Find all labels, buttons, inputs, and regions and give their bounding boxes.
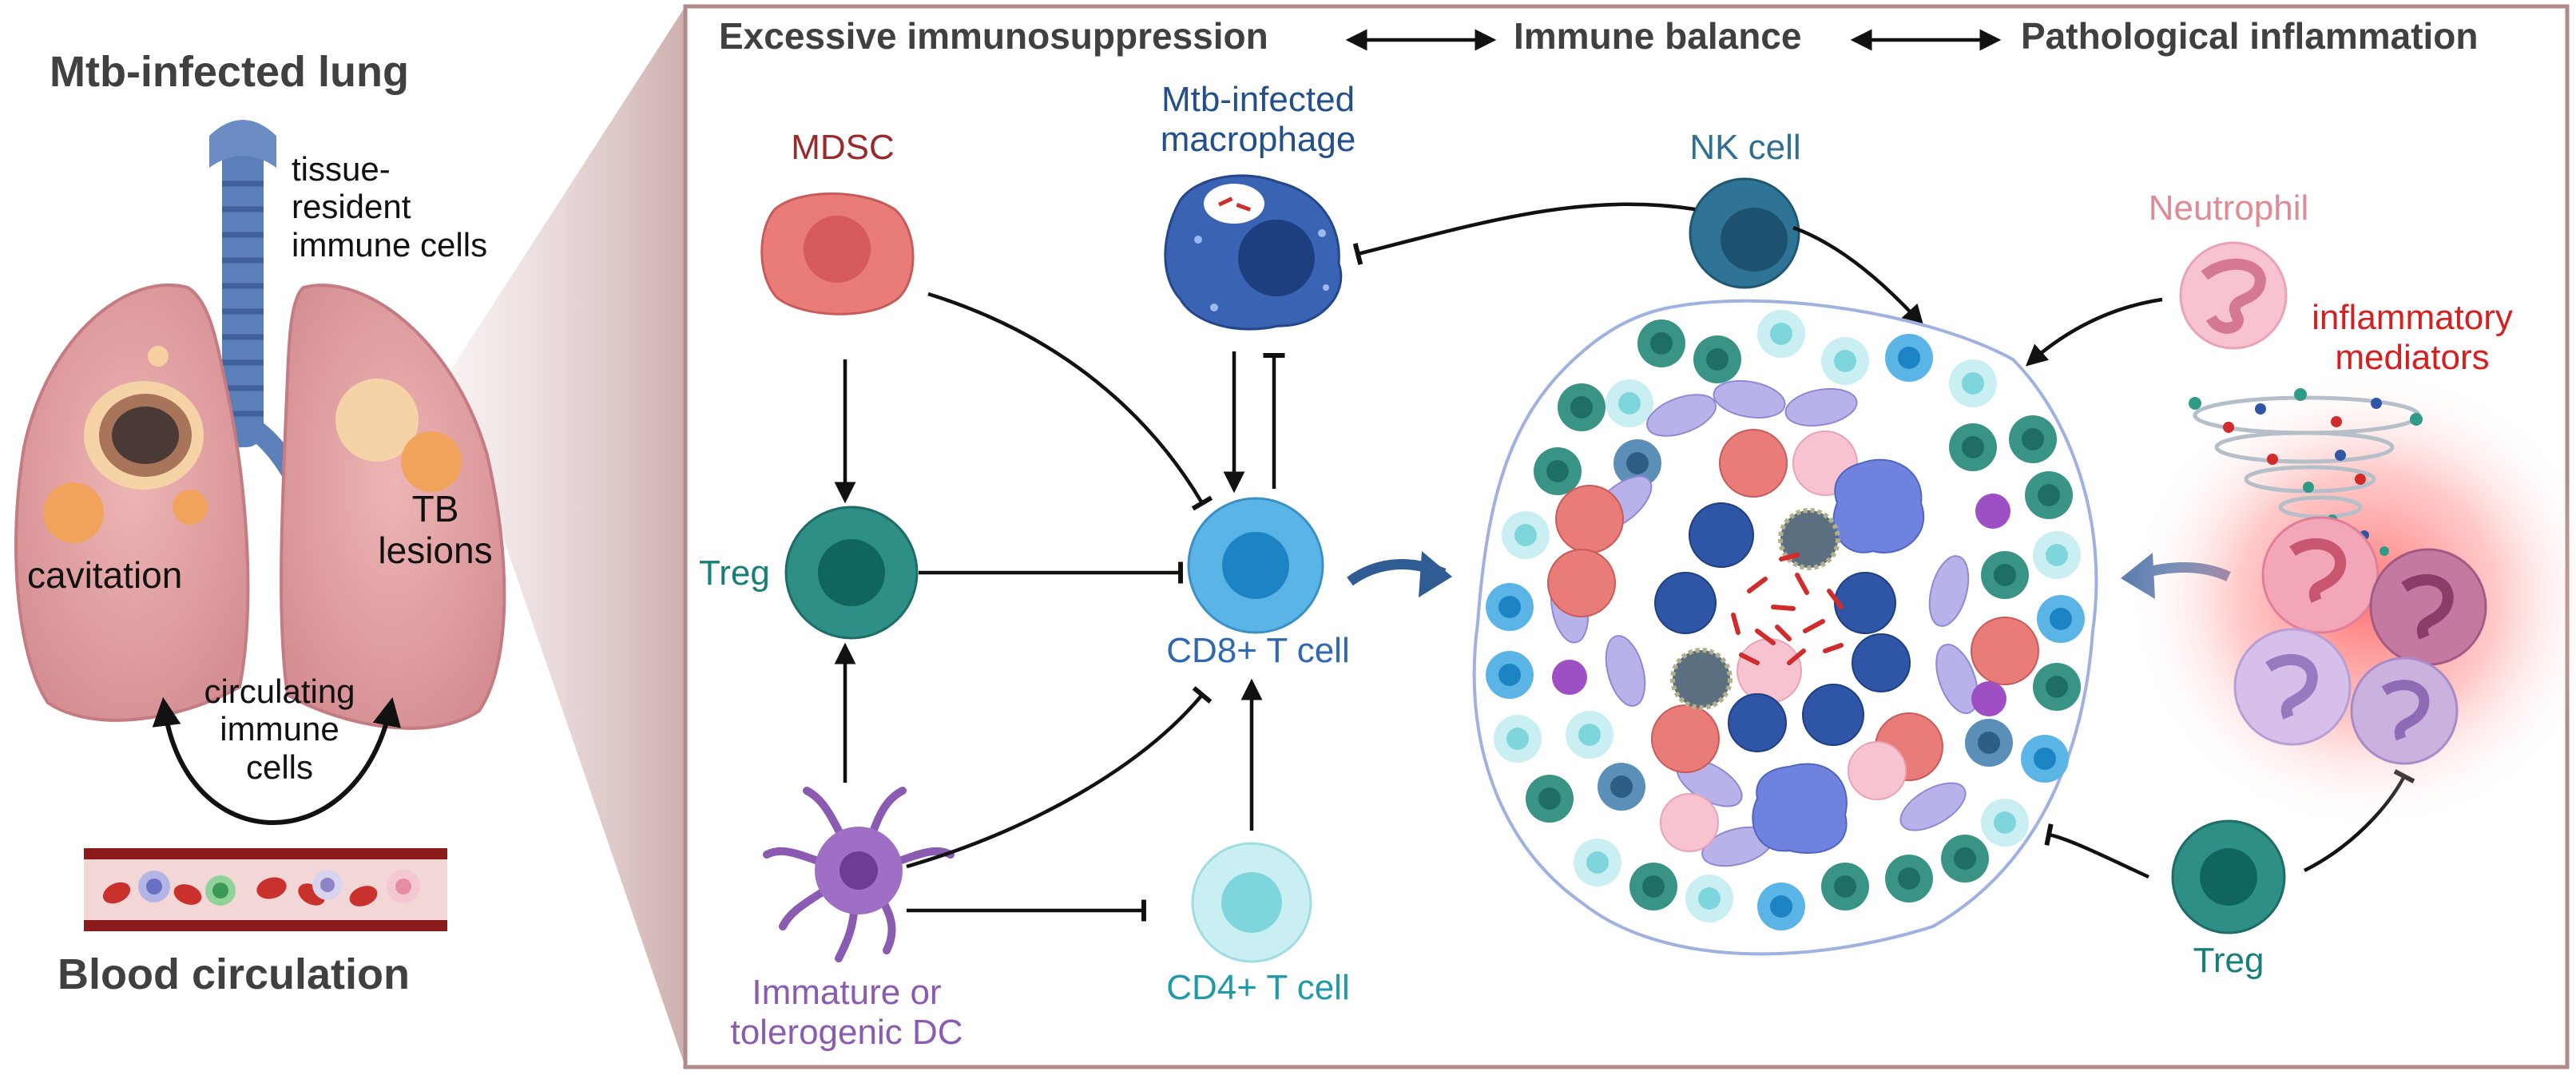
cd8-label: CD8+ T cell xyxy=(1166,631,1350,670)
cytokine-dots xyxy=(2189,388,2423,556)
mediators-label: inflammatory mediators xyxy=(2312,298,2513,377)
trachea xyxy=(181,120,305,485)
tb-lesions-label: TB lesions xyxy=(378,488,493,571)
left-title: Mtb-infected lung xyxy=(50,48,409,96)
dc-nucleus xyxy=(839,851,878,890)
circulating-label: circulating immune cells xyxy=(204,672,355,786)
granuloma-mdsc xyxy=(1547,429,2039,781)
nk-cell-label: NK cell xyxy=(1689,128,1801,167)
inhibit-dc-cd8 xyxy=(906,686,1213,869)
circulating-arrow xyxy=(152,696,401,825)
lesion-small xyxy=(43,482,104,543)
tb-lesion-2 xyxy=(401,431,462,492)
granuloma-giant-macrophages xyxy=(1752,458,1925,854)
tb-lesion-1 xyxy=(335,379,419,462)
neutrophil-cell xyxy=(2179,241,2288,350)
granuloma-dc xyxy=(1552,494,2010,716)
cd4-label: CD4+ T cell xyxy=(1166,968,1350,1007)
neutrophil-label: Neutrophil xyxy=(2148,188,2309,228)
arrow-nk-granuloma xyxy=(1792,225,1924,327)
header-right: Pathological inflammation xyxy=(2021,15,2479,57)
inhibit-nk-mac xyxy=(1352,202,1696,265)
lesion-dot xyxy=(148,346,169,367)
granuloma-infected-macrophages xyxy=(1654,502,1911,752)
header-middle: Immune balance xyxy=(1514,15,1802,57)
zoom-wedge xyxy=(447,6,685,1067)
treg-left-label: Treg xyxy=(699,553,770,593)
mdsc-cell xyxy=(760,192,915,315)
lung-illustration xyxy=(14,120,506,825)
blood-circulation-label: Blood circulation xyxy=(58,950,411,998)
nk-cell xyxy=(1689,177,1800,289)
treg-right-cell xyxy=(2171,819,2286,934)
header-left: Excessive immunosuppression xyxy=(719,15,1268,57)
treg-left-cell xyxy=(784,506,919,640)
macrophage-label: Mtb-infected macrophage xyxy=(1160,80,1356,159)
inhibit-treg-granuloma xyxy=(2044,823,2149,879)
inflam-neutrophils xyxy=(2233,516,2487,765)
tissue-resident-label: tissue- resident immune cells xyxy=(292,150,488,264)
inhibit-mdsc-cd8 xyxy=(927,292,1213,511)
cd8-cell xyxy=(1187,497,1324,634)
blood-vessel xyxy=(84,848,447,931)
granuloma xyxy=(1472,299,2098,956)
cavitation-lesion xyxy=(84,381,204,490)
left-lung xyxy=(14,283,250,722)
lesion-tiny xyxy=(173,490,208,525)
mtb-bacilli xyxy=(1731,553,1844,665)
arrow-neutrophil-granuloma xyxy=(2025,297,2163,367)
treg-right-label: Treg xyxy=(2193,941,2264,980)
cd4-cell xyxy=(1191,842,1312,963)
dc-label: Immature or tolerogenic DC xyxy=(730,973,963,1052)
mdsc-label: MDSC xyxy=(791,128,895,167)
blue-arrow-to-granuloma-head xyxy=(1419,551,1452,597)
macrophage-cell xyxy=(1164,174,1343,331)
cavitation-label: cavitation xyxy=(27,554,183,596)
granuloma-outer-ring xyxy=(1486,310,2085,930)
right-lung xyxy=(280,284,506,730)
